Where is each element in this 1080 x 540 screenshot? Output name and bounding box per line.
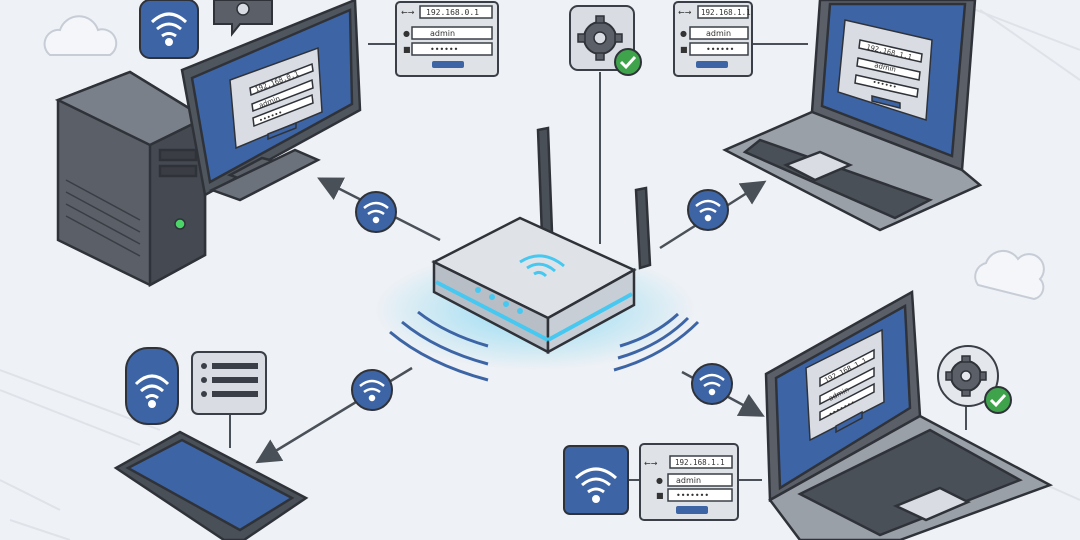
wifi-badge-top (139, 0, 199, 59)
gear-icon (945, 355, 987, 397)
checkmark-icon (614, 48, 642, 76)
tablet (113, 430, 309, 540)
wifi-icon (519, 254, 565, 278)
nav-arrows-icon: ←→ (644, 459, 658, 468)
login-button[interactable] (432, 61, 464, 68)
wifi-badge-bottom-left (125, 347, 179, 425)
gear-icon (577, 15, 623, 61)
router-icon (431, 126, 652, 355)
panel-password-text: ••••••• (676, 491, 709, 500)
cloud-icon (974, 249, 1045, 301)
wifi-icon (359, 379, 385, 402)
login-panel-bottom-center: ←→ 192.168.1.1 ● admin ■ ••••••• (639, 443, 739, 521)
wifi-circle (687, 189, 729, 231)
laptop-bottom-login-card (805, 328, 885, 442)
desktop-tower (54, 70, 208, 288)
settings-bubble (213, 0, 273, 37)
panel-username-text: admin (676, 476, 701, 485)
panel-password-text: •••••• (430, 45, 458, 54)
gear-icon (236, 2, 250, 16)
laptop-top-login-card (837, 19, 933, 122)
panel-password-text: •••••• (706, 45, 734, 54)
wifi-icon (134, 374, 170, 408)
wifi-icon (695, 199, 721, 222)
lock-icon: ■ (656, 491, 664, 500)
wifi-icon (699, 373, 725, 396)
signal-waves-right (613, 312, 700, 372)
wifi-circle (355, 191, 397, 233)
panel-ip-text: 192.168.0.1 (426, 8, 479, 17)
checkmark-icon (984, 386, 1012, 414)
wifi-badge-bottom-center (563, 445, 629, 515)
wifi-icon (574, 467, 618, 503)
login-panel-top-left: ←→ 192.168.0.1 ● admin ■ •••••• (395, 1, 499, 77)
wifi-circle (691, 363, 733, 405)
wifi-icon (150, 12, 188, 46)
settings-status-bottom (937, 345, 1012, 414)
settings-status-top (569, 5, 642, 76)
user-icon: ● (403, 29, 410, 38)
panel-ip-text: 192.168.1.1 (701, 8, 751, 17)
monitor-login-card (229, 46, 323, 150)
signal-waves-left (389, 310, 489, 382)
nav-arrows-icon: ←→ (401, 8, 415, 17)
nav-arrows-icon: ←→ (678, 8, 692, 17)
login-button[interactable] (676, 506, 708, 514)
power-led-icon (174, 218, 186, 230)
list-icon (191, 351, 267, 415)
wifi-icon (363, 201, 389, 224)
panel-ip-text: 192.168.1.1 (675, 458, 725, 467)
panel-username-text: admin (706, 29, 731, 38)
login-button[interactable] (696, 61, 728, 68)
user-icon: ● (680, 29, 687, 38)
panel-username-text: admin (430, 29, 455, 38)
wifi-circle (351, 369, 393, 411)
cloud-icon (43, 15, 118, 56)
user-icon: ● (656, 476, 663, 485)
lock-icon: ■ (680, 45, 688, 54)
lock-icon: ■ (403, 45, 411, 54)
login-panel-top-center: ←→ 192.168.1.1 ● admin ■ •••••• (673, 1, 753, 77)
